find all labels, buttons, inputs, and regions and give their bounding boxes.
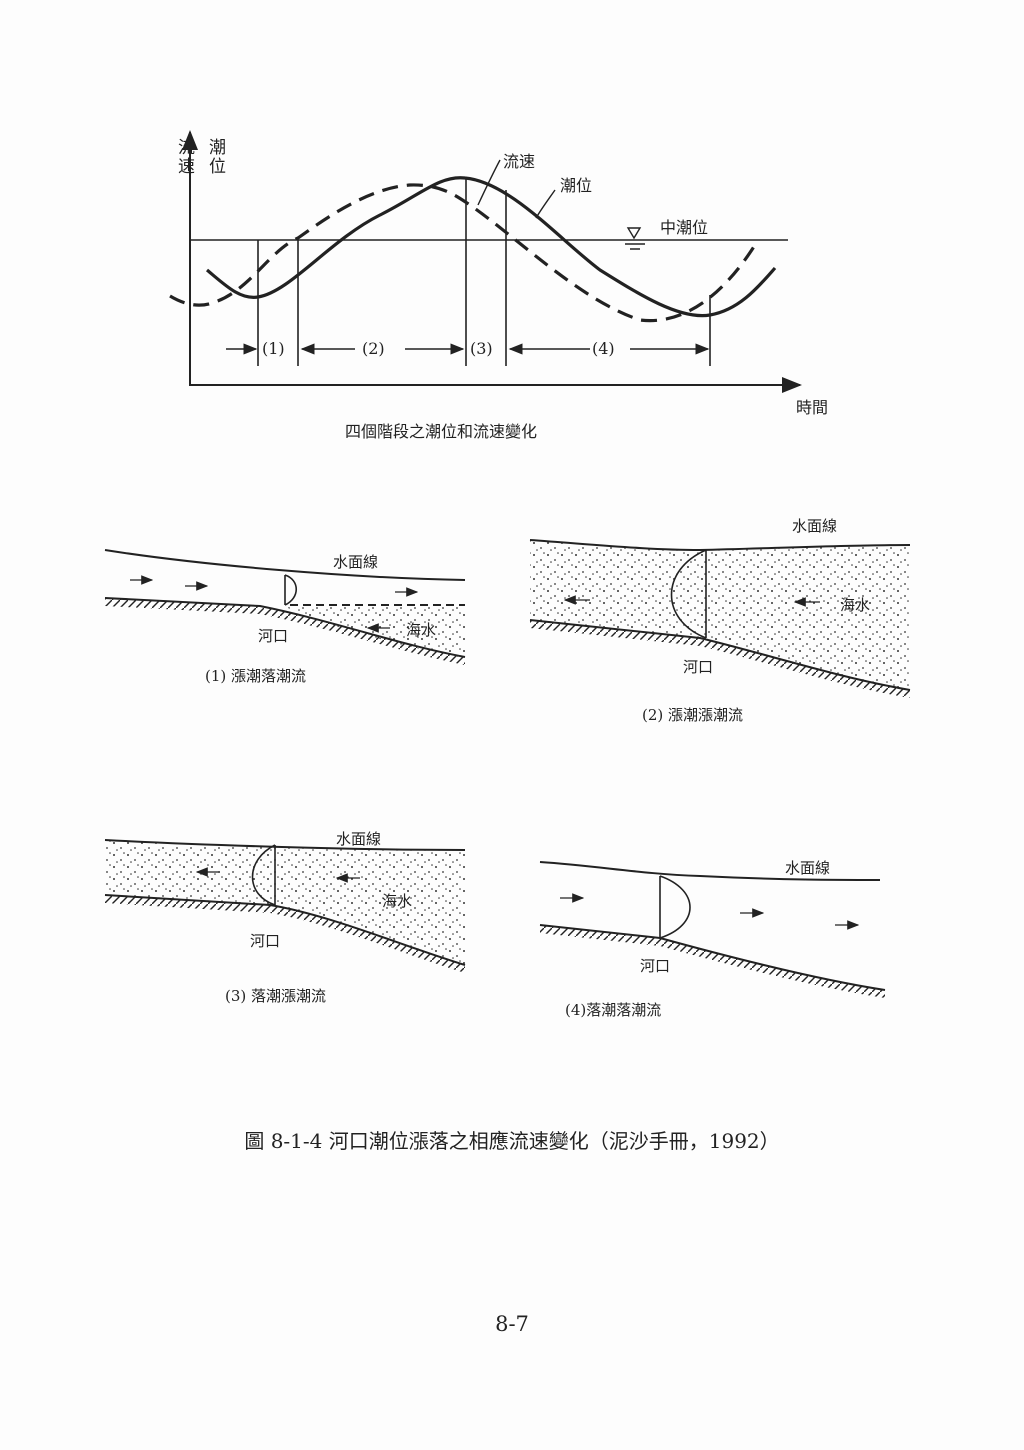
panel-4-estuary-label: 河口 [640, 957, 671, 975]
panel-2-seawater-label: 海水 [840, 596, 871, 614]
tide-level-curve [205, 176, 777, 318]
y-axis-label-velocity: 流速 [174, 138, 194, 176]
chart-title: 四個階段之潮位和流速變化 [345, 422, 538, 441]
panel-1-water-surface-label: 水面線 [333, 553, 379, 571]
panel-4-caption: (4)落潮落潮流 [565, 1001, 662, 1019]
panel-2-estuary-label: 河口 [683, 658, 714, 676]
velocity-curve-label: 流速 [503, 152, 536, 171]
y-axis-label-tide: 潮位 [205, 138, 225, 176]
phase-label-3: (3) [470, 339, 493, 358]
mean-tide-symbol [625, 227, 645, 250]
mean-tide-label: 中潮位 [660, 218, 709, 237]
phase-label-2: (2) [362, 339, 385, 358]
panel-4-drawing [539, 861, 886, 998]
panel-2-drawing [529, 539, 911, 698]
tide-velocity-chart [169, 130, 802, 393]
x-axis-label: 時間 [796, 398, 829, 417]
tide-curve-label: 潮位 [560, 176, 593, 195]
phase-label-4: (4) [592, 339, 615, 358]
panel-2-caption: (2) 漲潮漲潮流 [642, 706, 744, 724]
panel-1-caption: (1) 漲潮落潮流 [205, 667, 307, 685]
panel-1-drawing [104, 549, 466, 665]
panel-4-water-surface-label: 水面線 [785, 859, 831, 877]
label-leader-velocity [477, 159, 501, 206]
panel-1-estuary-label: 河口 [258, 627, 289, 645]
panel-1-seawater-label: 海水 [406, 621, 437, 639]
figure-caption: 圖 8-1-4 河口潮位漲落之相應流速變化（泥沙手冊，1992） [244, 1129, 780, 1153]
velocity-curve [169, 183, 757, 323]
phase-dividers [257, 178, 711, 366]
phase-label-1: (1) [262, 339, 285, 358]
panel-2-water-surface-label: 水面線 [792, 517, 838, 535]
panel-3-seawater-label: 海水 [382, 892, 413, 910]
panel-3-water-surface-label: 水面線 [336, 830, 382, 848]
panel-3-estuary-label: 河口 [250, 932, 281, 950]
label-leader-tide [535, 189, 556, 219]
panel-3-caption: (3) 落潮漲潮流 [225, 987, 327, 1005]
panel-3-drawing [104, 839, 466, 973]
page-number: 8-7 [495, 1312, 529, 1336]
